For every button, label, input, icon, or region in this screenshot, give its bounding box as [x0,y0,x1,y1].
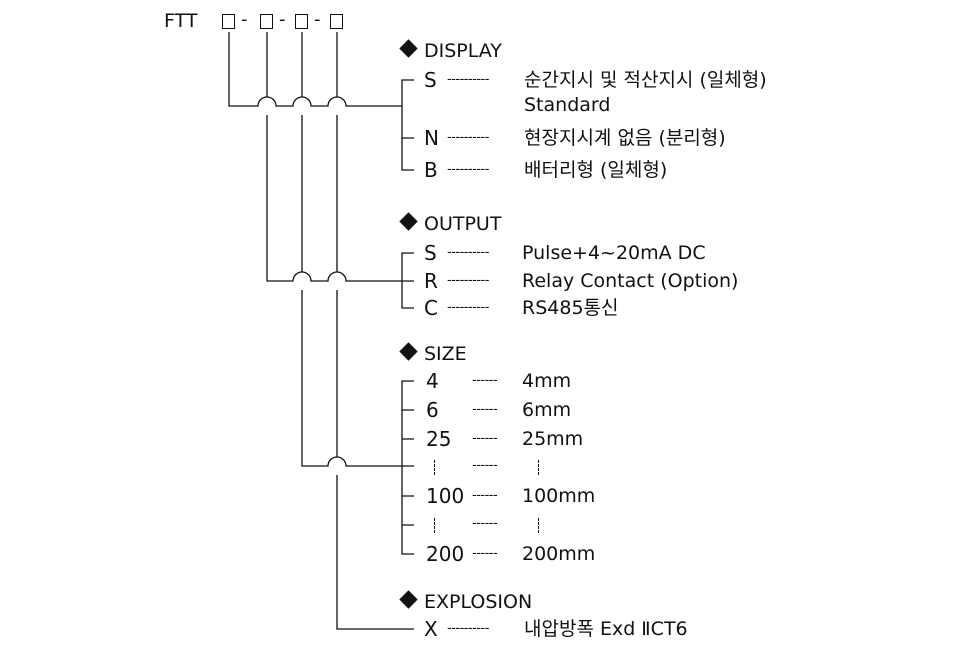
size-desc-200: 200mm [522,543,596,565]
size-ellipsis-desc [538,518,539,533]
display-desc-n: 현장지시계 없음 (분리형) [524,127,726,149]
size-ellipsis-code [434,460,435,475]
size-leader: ------ [472,402,498,417]
code-box-size [295,14,308,29]
output-code-c: C [424,296,438,320]
size-leader: ------ [472,488,498,503]
output-leader: ---------- [447,245,489,260]
display-leader: ---------- [447,130,489,145]
size-ellipsis-leader: ------ [472,458,498,473]
display-code-b: B [424,158,438,182]
display-desc-b: 배터리형 (일체형) [524,159,668,181]
display-leader: ---------- [447,162,489,177]
size-leader: ------ [472,373,498,388]
model-prefix: FTT [164,10,198,32]
explosion-heading: EXPLOSION [399,590,533,613]
display-wire [228,32,402,107]
size-desc-4: 4mm [522,370,572,392]
display-code-s: S [424,68,437,92]
diamond-bullet-icon [399,590,418,609]
code-box-output [260,14,273,29]
size-bracket [401,380,414,555]
display-note-standard: Standard [524,94,611,116]
size-code-200: 200 [426,542,465,566]
diamond-bullet-icon [399,39,418,58]
output-leader: ---------- [447,300,489,315]
size-ellipsis-code [434,518,435,533]
output-desc-r: Relay Contact (Option) [522,270,739,292]
output-desc-c: RS485통신 [522,297,619,319]
size-code-6: 6 [426,398,439,422]
diamond-bullet-icon [399,212,418,231]
explosion-title: EXPLOSION [424,591,533,613]
size-title: SIZE [424,343,467,365]
display-desc-s: 순간지시 및 적산지시 (일체형) [524,69,767,91]
size-wire [301,32,402,467]
display-leader: ---------- [447,72,489,87]
output-code-r: R [424,269,438,293]
output-wire [266,32,402,282]
explosion-wire [336,32,414,630]
display-heading: DISPLAY [399,39,502,62]
output-heading: OUTPUT [399,212,502,235]
size-leader: ------ [472,546,498,561]
display-code-n: N [424,126,439,150]
output-leader: ---------- [447,273,489,288]
display-bracket [401,79,414,171]
diamond-bullet-icon [399,342,418,361]
explosion-leader: ---------- [447,621,489,636]
size-code-4: 4 [426,369,439,393]
display-title: DISPLAY [424,40,502,62]
size-desc-100: 100mm [522,485,596,507]
size-ellipsis-desc [538,460,539,475]
output-desc-s: Pulse+4~20mA DC [522,242,706,264]
output-title: OUTPUT [424,213,502,235]
explosion-desc-x: 내압방폭 Exd ⅡCT6 [524,618,688,640]
explosion-code-x: X [424,617,438,641]
size-code-100: 100 [426,484,465,508]
size-heading: SIZE [399,342,467,365]
code-separator: - [241,9,248,30]
code-box-display [222,14,235,29]
size-desc-6: 6mm [522,399,572,421]
code-separator: - [279,9,286,30]
output-code-s: S [424,241,437,265]
output-bracket [401,252,414,309]
code-box-explosion [330,14,343,29]
size-ellipsis-leader: ------ [472,516,498,531]
size-desc-25: 25mm [522,428,584,450]
size-code-25: 25 [426,427,452,451]
size-leader: ------ [472,431,498,446]
code-separator: - [314,9,321,30]
